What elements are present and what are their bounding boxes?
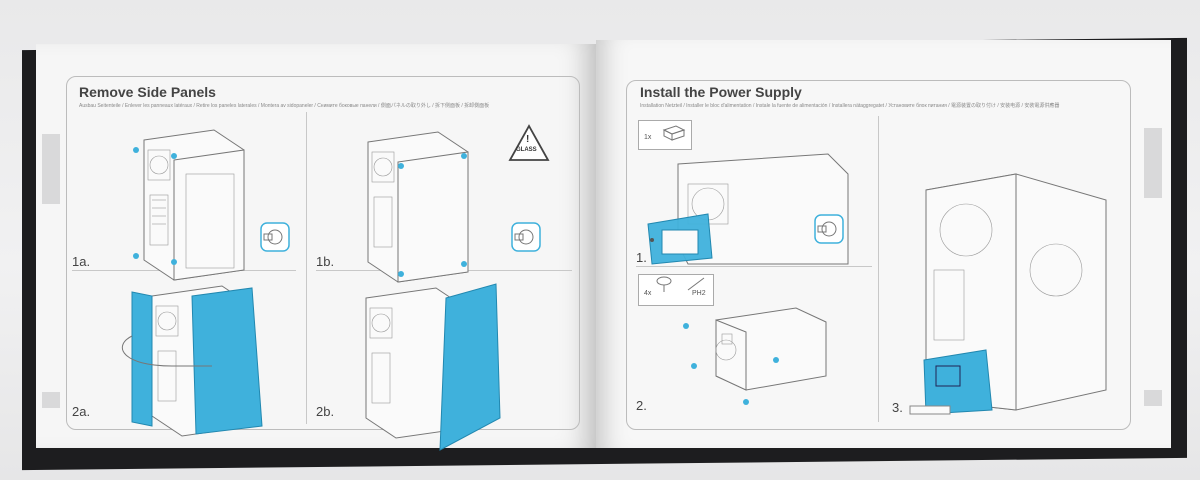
open-manual: Remove Side Panels Ausbau Seitenteile / … [36, 34, 1171, 454]
glass-warning-mark: ! [526, 134, 530, 145]
step-2b-label: 2b. [316, 404, 335, 419]
step-2a-illustration [121, 285, 263, 437]
step-1b-illustration [367, 131, 469, 283]
screw-icon [656, 276, 672, 292]
vertical-divider-right [878, 116, 879, 422]
page-subtitle-right: Installation Netzteil / Installer le blo… [640, 103, 1060, 109]
step-3-illustration [909, 173, 1107, 415]
step-1-label: 1. [636, 250, 647, 265]
thumbscrew-icon-3 [814, 214, 844, 244]
step-1b-label: 1b. [316, 254, 335, 269]
step-1a-illustration [133, 129, 245, 281]
page-title: Remove Side Panels [79, 84, 216, 100]
glass-warning-icon [508, 124, 550, 161]
step-1a-label: 1a. [72, 254, 91, 269]
parts-box-screws [638, 274, 714, 306]
horizontal-divider-right-page [636, 266, 872, 267]
step-2a-label: 2a. [72, 404, 91, 419]
thumbscrew-icon [260, 222, 290, 252]
thumbscrew-icon-2 [511, 222, 541, 252]
right-side-tab-bottom [1144, 390, 1162, 406]
left-side-tab [42, 134, 60, 204]
left-frame [66, 76, 580, 430]
psu-icon [662, 125, 686, 141]
right-page: Install the Power Supply Installation Ne… [596, 40, 1171, 448]
parts-box-psu [638, 120, 692, 150]
left-side-tab-bottom [42, 392, 60, 408]
step-1-illustration [647, 153, 849, 265]
step-2-label: 2. [636, 398, 647, 413]
step-2-illustration [683, 307, 827, 405]
step-3-label: 3. [892, 400, 903, 415]
right-side-tab [1144, 128, 1162, 198]
screw-quantity: 4x [644, 290, 652, 297]
tool-label: PH2 [692, 290, 706, 297]
psu-quantity: 1x [644, 134, 652, 141]
page-title-right: Install the Power Supply [640, 84, 802, 100]
screwdriver-icon [687, 277, 705, 291]
left-page: Remove Side Panels Ausbau Seitenteile / … [36, 44, 596, 451]
glass-warning-label: GLASS [516, 147, 537, 153]
right-frame [626, 80, 1131, 430]
vertical-divider [306, 112, 307, 424]
page-subtitle: Ausbau Seitenteile / Enlever les panneau… [79, 103, 490, 109]
step-2b-illustration [365, 283, 501, 451]
